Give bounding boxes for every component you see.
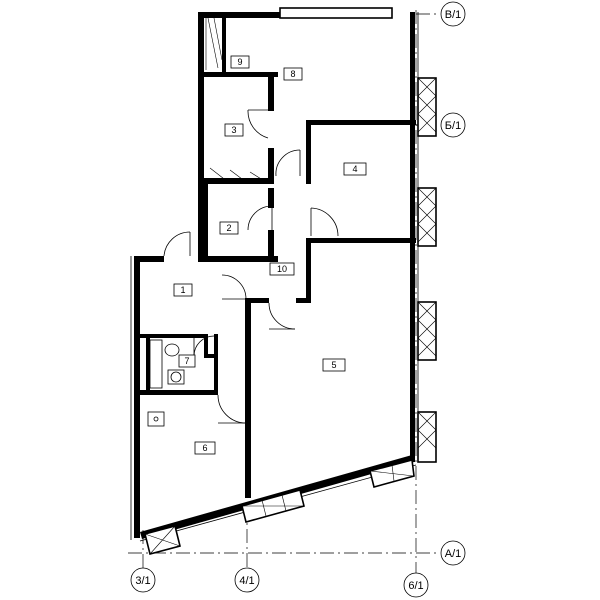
axis-bubble-6-1 [403,572,429,598]
bathtub-icon [149,339,163,389]
room-label-7: 7 [184,356,189,366]
room-label-8: 8 [290,69,295,79]
axis-label-v1: Б/1 [445,120,461,132]
interior-walls [140,12,416,498]
room-label-2: 2 [226,223,231,233]
axis-label-6-1: 6/1 [408,580,423,592]
axis-bubble-3-1 [130,567,156,593]
axis-markers: B/1 Б/1 A/1 3/1 4/1 6/1 [130,1,466,598]
axis-bubble-b1 [440,1,466,27]
axis-label-b1: B/1 [445,9,462,21]
room-label-9: 9 [237,57,242,67]
bathroom-fixtures [147,339,185,427]
axis-bubble-a1 [440,540,466,566]
room-label-10: 10 [277,264,287,274]
room-label-3: 3 [231,125,236,135]
axis-label-3-1: 3/1 [135,575,150,587]
kitchen-sink-icon [147,411,165,427]
room-label-6: 6 [202,443,207,453]
axis-label-a1: A/1 [445,548,462,560]
axis-bubble-v1 [440,112,466,138]
sink-icon [164,343,180,357]
room-labels: 1 2 3 4 5 6 7 8 9 10 [173,55,367,455]
axis-bubble-4-1 [234,567,260,593]
toilet-icon [167,369,185,385]
doors [163,109,339,424]
facade-windows [144,77,437,555]
room-label-5: 5 [331,360,336,370]
axis-label-4-1: 4/1 [239,575,254,587]
room-label-4: 4 [352,164,357,174]
room-label-1: 1 [180,285,185,295]
